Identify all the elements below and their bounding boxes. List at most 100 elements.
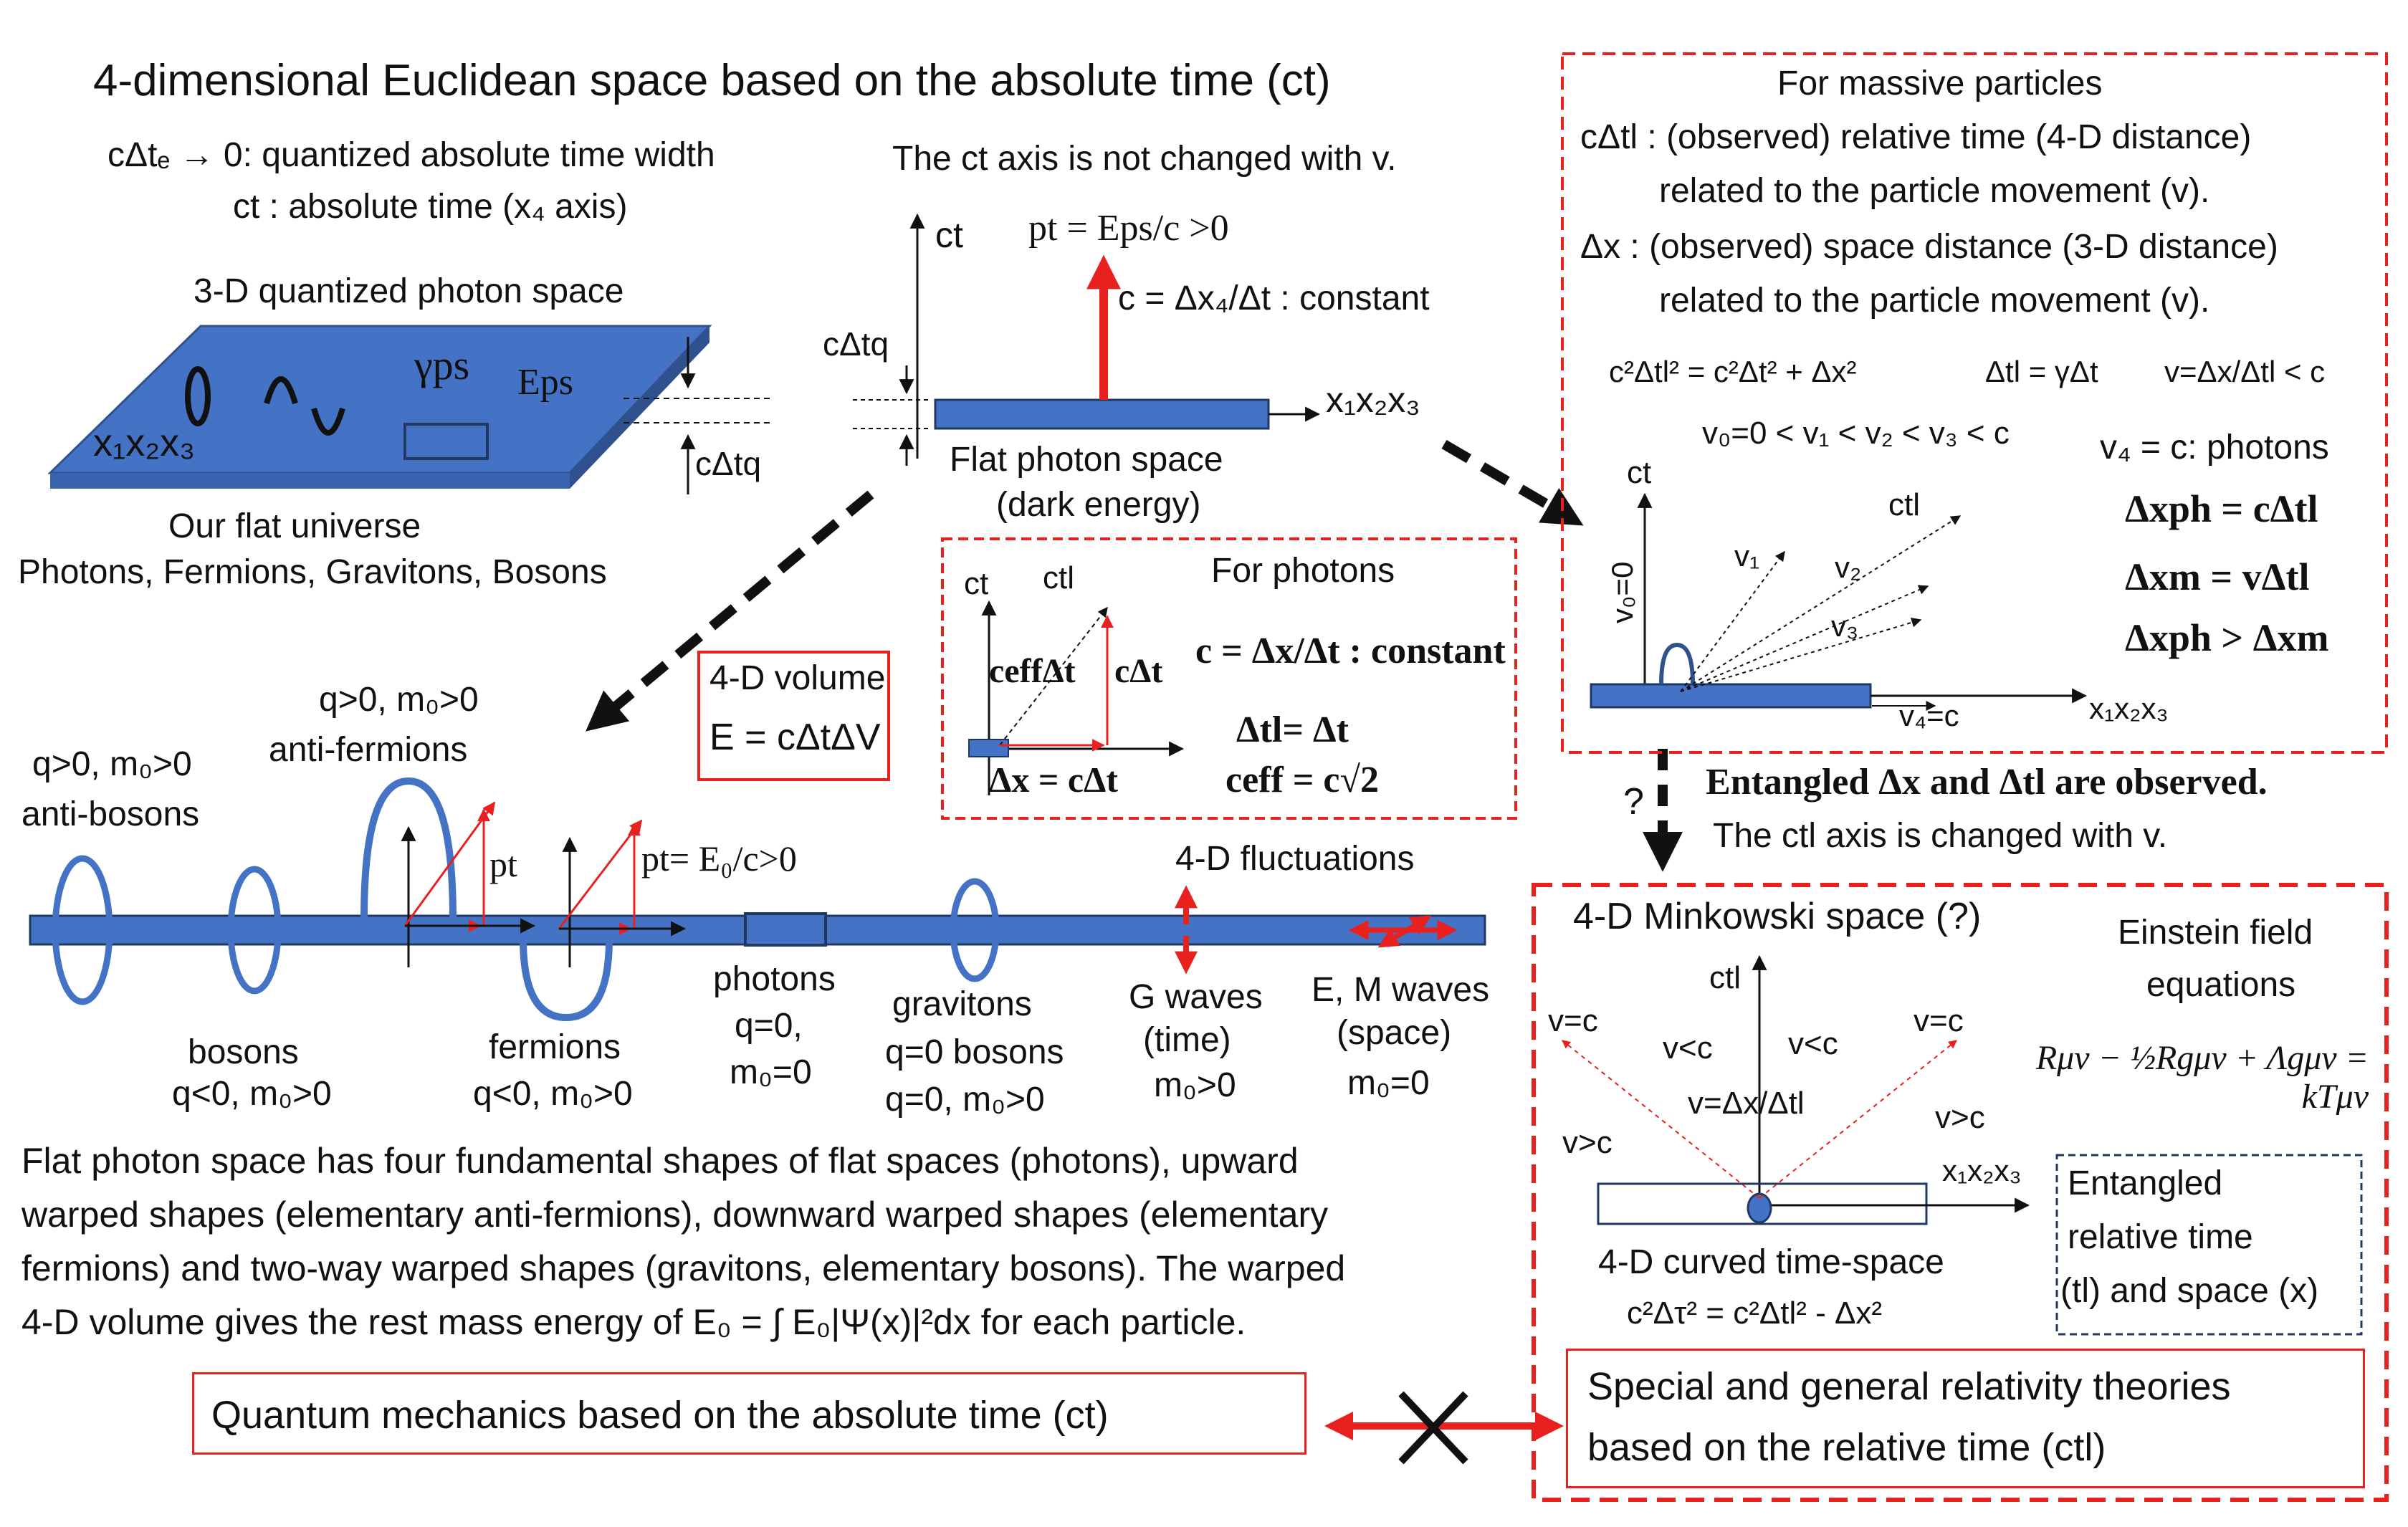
particles-caption: Photons, Fermions, Gravitons, Bosons [18, 553, 607, 591]
massive-v4-photons: v₄ = c: photons [2100, 429, 2329, 466]
minkowski-v-gt-c-right: v>c [1935, 1100, 1985, 1135]
fermions-charge: q<0, m₀>0 [473, 1075, 633, 1113]
minkowski-v-eq-c-left: v=c [1548, 1003, 1598, 1038]
massive-v-order: v₀=0 < v₁ < v₂ < v₃ < c [1702, 416, 2010, 451]
massive-ct-label: ct [1627, 455, 1652, 490]
fermions-label: fermions [489, 1028, 621, 1066]
massive-particles-diagram [1590, 492, 2088, 711]
paragraph-line-1: Flat photon space has four fundamental s… [22, 1141, 1299, 1181]
massive-ctl-label: ctl [1888, 487, 1920, 522]
massive-dx-cmp: Δxph > Δxm [2125, 616, 2329, 659]
pt-e0-label: pt= E₀/c>0 [641, 838, 797, 879]
dashed-arrow-to-massive [1441, 439, 1584, 526]
bosons-charge: q<0, m₀>0 [172, 1075, 332, 1113]
g-waves-mass: m₀>0 [1154, 1066, 1236, 1104]
photons-box [941, 537, 1517, 820]
qm-label: Quantum mechanics based on the absolute … [211, 1394, 1109, 1437]
minkowski-box [1532, 883, 2389, 1502]
g-waves-label: G waves [1129, 978, 1263, 1016]
c-constant-label: c = Δx₄/Δt : constant [1118, 279, 1430, 317]
gravitons-charge2: q=0, m₀>0 [885, 1081, 1045, 1119]
minkowski-v-def: v=Δx/Δtl [1688, 1086, 1805, 1121]
quantized-width-text: cΔtₑ → 0: quantized absolute time width [108, 136, 715, 174]
entangled-line1: Entangled Δx and Δtl are observed. [1706, 762, 2268, 803]
massive-line2: related to the particle movement (v). [1659, 172, 2210, 210]
massive-v1-label: v₁ [1734, 539, 1760, 573]
massive-eq2: Δtl = γΔt [1985, 355, 2098, 388]
pt-eps-label: pt = Eps/c >0 [1028, 208, 1229, 249]
flat-photon-space-diagram [853, 213, 1321, 466]
entangled-line2: The ctl axis is changed with v. [1713, 817, 2168, 855]
cross-icon [1398, 1391, 1468, 1465]
minkowski-v-lt-c-left: v<c [1663, 1030, 1713, 1066]
dashed-arrow-to-particles [586, 490, 874, 732]
absolute-time-text: ct : absolute time (x₄ axis) [233, 188, 628, 226]
bosons-label: bosons [188, 1033, 299, 1071]
relativity-line1: Special and general relativity theories [1587, 1365, 2231, 1408]
minkowski-v-eq-c-right: v=c [1914, 1003, 1964, 1038]
minkowski-x123: x₁x₂x₃ [1942, 1154, 2022, 1187]
massive-v0-label: v₀=0 [1605, 561, 1639, 623]
anti-fermions-label: anti-fermions [269, 731, 468, 769]
gamma-ps-label: γps [414, 342, 470, 388]
flat-x123-label: x₁x₂x₃ [1326, 380, 1420, 420]
em-waves-mass: m₀=0 [1347, 1064, 1430, 1102]
e-ps-label: Eps [517, 362, 573, 403]
photons-diagram [968, 600, 1185, 795]
slab-x123-label: x₁x₂x₃ [93, 421, 196, 464]
gravitons-label: gravitons [892, 985, 1032, 1023]
massive-particles-box [1561, 52, 2388, 754]
photons-dx-eq: Δx = cΔt [989, 760, 1119, 800]
field-equation: Rμν − ½Rgμν + Λgμν = kTμν [2035, 1039, 2369, 1116]
massive-eq3: v=Δx/Δtl < c [2164, 355, 2326, 388]
minkowski-diagram [1562, 954, 2030, 1225]
massive-line1: cΔtl : (observed) relative time (4-D dis… [1580, 118, 2252, 156]
einstein-line1: Einstein field [2118, 914, 2313, 952]
massive-x123-label: x₁x₂x₃ [2089, 691, 2169, 725]
massive-dx-ph: Δxph = cΔtl [2125, 487, 2318, 530]
massive-v3-label: v₃ [1831, 609, 1859, 643]
minkowski-v-lt-c-right: v<c [1788, 1026, 1838, 1061]
flat-ct-label: ct [935, 215, 963, 255]
minkowski-v-gt-c-left: v>c [1562, 1125, 1612, 1160]
photons-charge: q=0, [735, 1007, 803, 1045]
massive-heading: For massive particles [1777, 64, 2103, 102]
pt-label: pt [489, 844, 517, 884]
flat-space-label: Flat photon space [950, 441, 1223, 479]
entangled-box-line3: (tl) and space (x) [2060, 1272, 2319, 1310]
entangled-box-line1: Entangled [2068, 1164, 2223, 1202]
volume-label: 4-D volume [710, 659, 886, 697]
photon-space-slab [47, 325, 774, 494]
photons-label: photons [713, 960, 836, 998]
entangled-box-line2: relative time [2068, 1218, 2253, 1256]
massive-line3: Δx : (observed) space distance (3-D dist… [1580, 228, 2278, 266]
ct-axis-note: The ct axis is not changed with v. [892, 140, 1397, 178]
anti-bosons-label: anti-bosons [22, 795, 200, 833]
volume-energy: E = cΔtΔV [710, 717, 881, 758]
particle-band [29, 777, 1486, 1022]
em-waves-label: E, M waves [1312, 971, 1490, 1009]
photons-dt-eq: Δtl= Δt [1236, 709, 1349, 750]
entangled-box [2055, 1154, 2363, 1336]
photon-space-label: 3-D quantized photon space [194, 272, 624, 310]
dark-energy-label: (dark energy) [996, 486, 1201, 524]
relativity-box [1566, 1349, 2365, 1488]
anti-bosons-charge: q>0, m₀>0 [32, 745, 192, 783]
question-mark: ? [1623, 781, 1644, 823]
relativity-line2: based on the relative time (ctl) [1587, 1426, 2106, 1469]
massive-dx-m: Δxm = vΔtl [2125, 555, 2310, 598]
page-title: 4-dimensional Euclidean space based on t… [93, 56, 1331, 105]
minkowski-ctl-label: ctl [1709, 960, 1741, 995]
flat-cdtq-label: cΔtq [823, 325, 889, 363]
fluctuations-label: 4-D fluctuations [1175, 840, 1415, 878]
photons-ceff-dt: ceffΔt [989, 652, 1076, 690]
em-waves-space: (space) [1337, 1014, 1452, 1052]
massive-eq1: c²Δtl² = c²Δt² + Δx² [1609, 355, 1857, 388]
universe-caption: Our flat universe [168, 507, 421, 545]
photons-ceff-eq: ceff = c√2 [1226, 760, 1380, 800]
einstein-line2: equations [2146, 966, 2296, 1004]
volume-box [697, 651, 890, 781]
slab-cdtq-label: cΔtq [695, 445, 762, 482]
minkowski-curved: 4-D curved time-space [1598, 1243, 1944, 1281]
